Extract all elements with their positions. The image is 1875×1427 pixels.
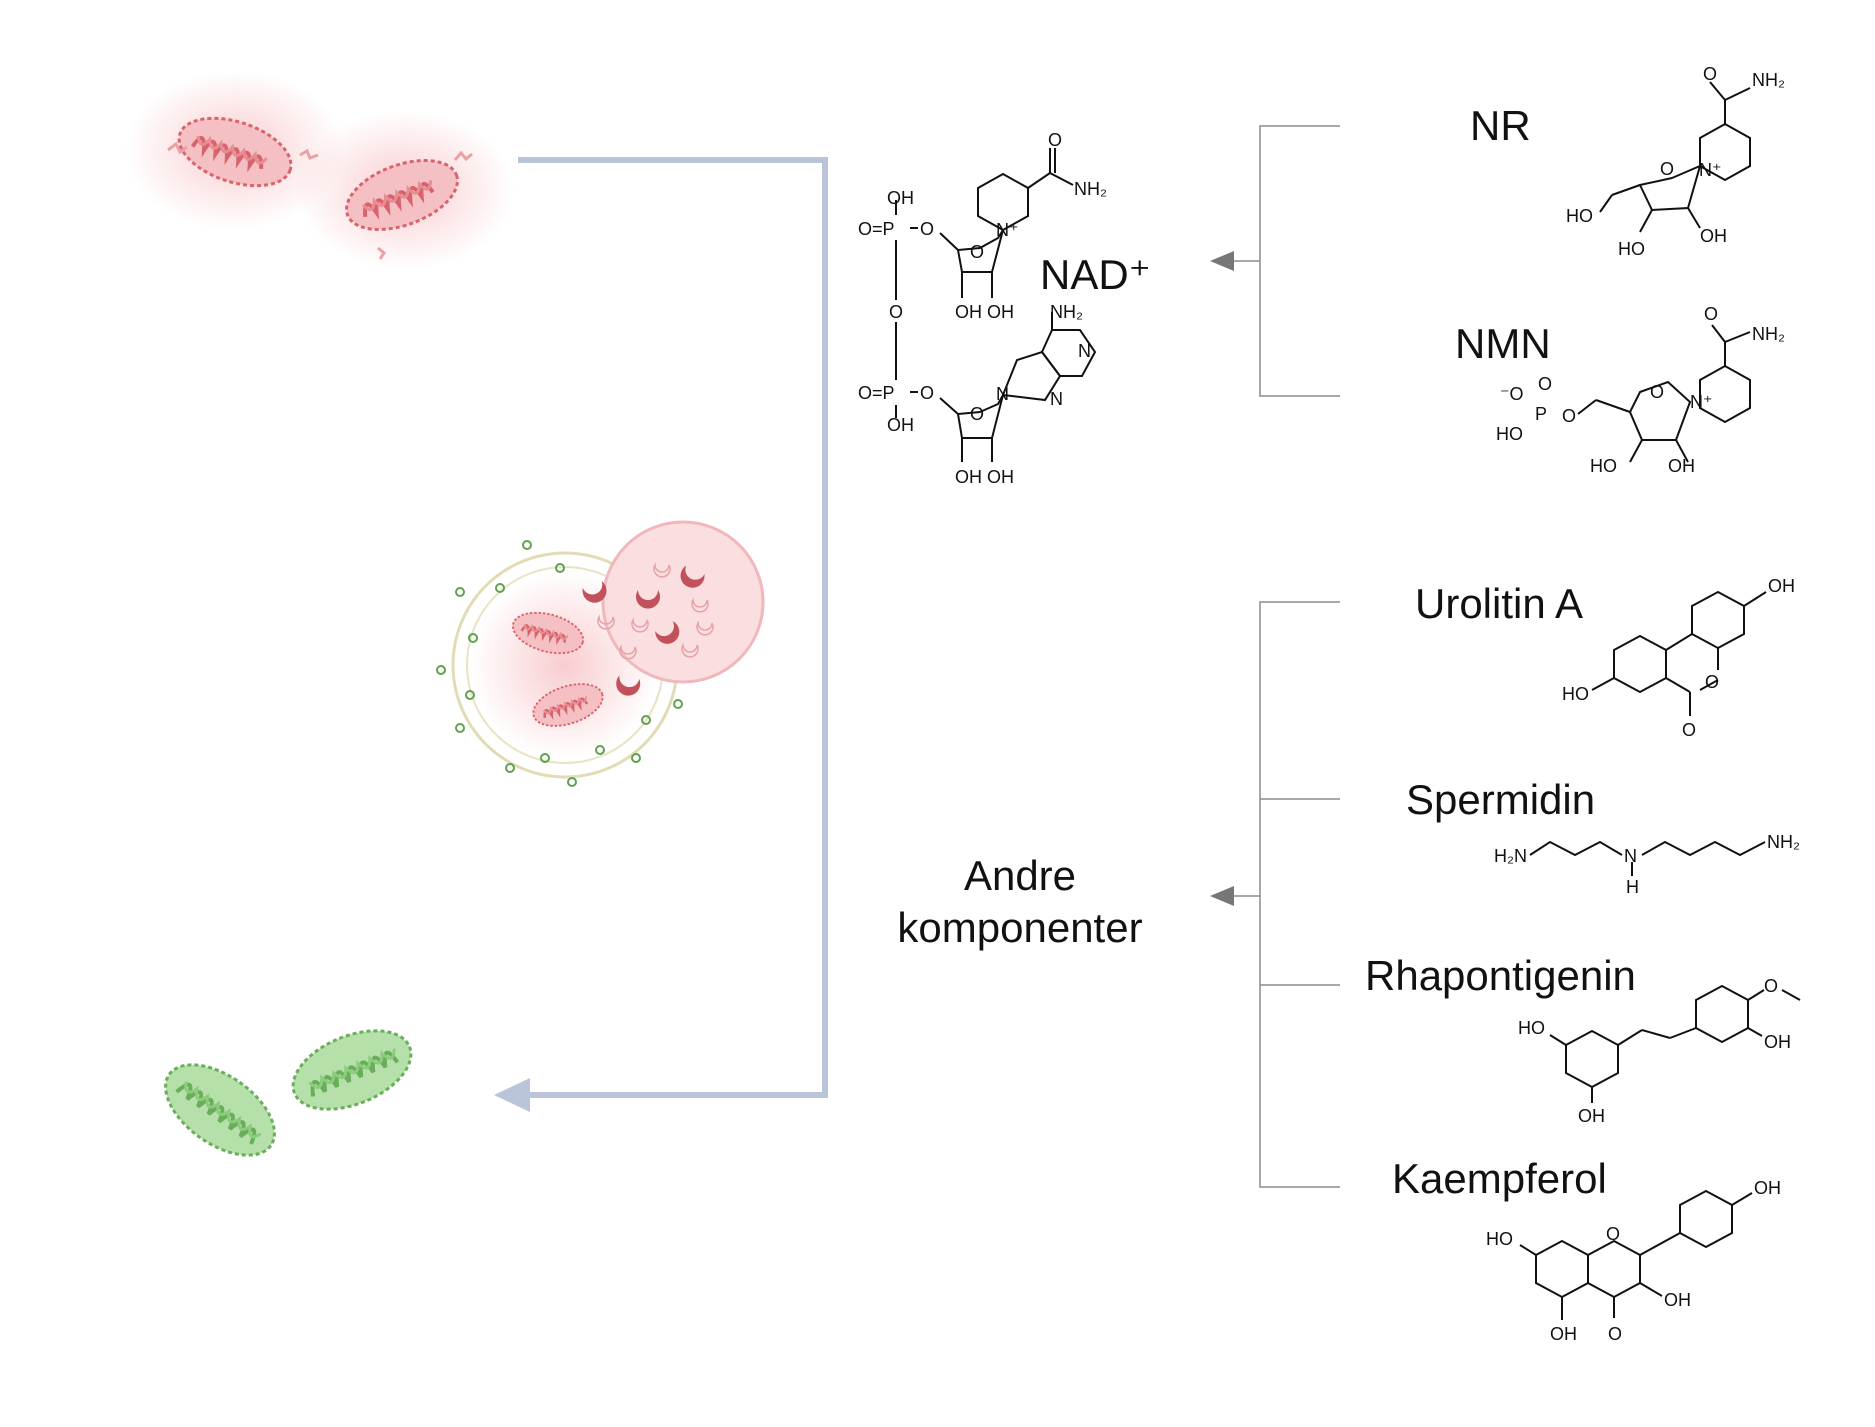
nad-bracket-arrowhead bbox=[1210, 251, 1234, 271]
svg-text:OH: OH bbox=[987, 467, 1014, 487]
svg-text:HO: HO bbox=[1496, 424, 1523, 444]
svg-text:⁻O: ⁻O bbox=[1500, 384, 1524, 404]
svg-text:N: N bbox=[1624, 846, 1637, 866]
svg-text:O: O bbox=[1682, 720, 1696, 740]
svg-text:O: O bbox=[1048, 130, 1062, 150]
svg-text:N⁺: N⁺ bbox=[1690, 392, 1713, 412]
compound-label-nr: NR bbox=[1470, 102, 1531, 149]
damaged-mitochondria bbox=[125, 70, 515, 270]
svg-text:HO: HO bbox=[1566, 206, 1593, 226]
svg-text:N: N bbox=[996, 384, 1009, 404]
svg-text:O: O bbox=[1764, 976, 1778, 996]
svg-text:HO: HO bbox=[1562, 684, 1589, 704]
svg-text:NH₂: NH₂ bbox=[1074, 179, 1107, 199]
svg-text:O: O bbox=[920, 383, 934, 403]
rhapontigenin-structure: HO OH O OH bbox=[1518, 976, 1801, 1126]
svg-text:O: O bbox=[1608, 1324, 1622, 1344]
other-components-label: Andre komponenter bbox=[880, 850, 1160, 954]
svg-text:O: O bbox=[889, 302, 903, 322]
compound-label-urolitin-a: Urolitin A bbox=[1415, 580, 1584, 627]
svg-text:O: O bbox=[1660, 159, 1674, 179]
other-components-line1: Andre bbox=[963, 852, 1077, 899]
svg-text:P: P bbox=[1535, 404, 1547, 424]
svg-text:O=P: O=P bbox=[858, 383, 895, 403]
urolithin-a-structure: OH O O HO bbox=[1562, 576, 1795, 740]
svg-text:OH: OH bbox=[887, 188, 914, 208]
other-bracket-arrowhead bbox=[1210, 886, 1234, 906]
svg-text:N: N bbox=[1078, 341, 1091, 361]
compound-label-spermidin: Spermidin bbox=[1406, 776, 1596, 823]
svg-text:OH: OH bbox=[955, 302, 982, 322]
other-components-bracket bbox=[1232, 601, 1340, 1188]
other-components-line2: komponenter bbox=[897, 904, 1143, 951]
kaempferol-structure: HO O OH O OH OH bbox=[1486, 1178, 1781, 1344]
svg-text:OH: OH bbox=[987, 302, 1014, 322]
compound-label-rhapontigenin: Rhapontigenin bbox=[1365, 952, 1636, 999]
compound-label-nmn: NMN bbox=[1455, 320, 1551, 367]
svg-text:N⁺: N⁺ bbox=[996, 220, 1019, 240]
svg-text:OH: OH bbox=[955, 467, 982, 487]
svg-text:NH₂: NH₂ bbox=[1767, 832, 1800, 852]
svg-text:O: O bbox=[970, 404, 984, 424]
svg-text:O=P: O=P bbox=[858, 219, 895, 239]
svg-text:O: O bbox=[1606, 1224, 1620, 1244]
healthy-mitochondria bbox=[147, 1013, 425, 1176]
compound-label-kaempferol: Kaempferol bbox=[1392, 1155, 1607, 1202]
svg-text:HO: HO bbox=[1486, 1229, 1513, 1249]
svg-text:OH: OH bbox=[1664, 1290, 1691, 1310]
nad-label: NAD⁺ bbox=[1040, 251, 1151, 298]
svg-text:O: O bbox=[970, 242, 984, 262]
nr-structure: O NH₂ N⁺ O HO HO OH bbox=[1566, 64, 1785, 259]
svg-text:NH₂: NH₂ bbox=[1050, 302, 1083, 322]
nad-precursor-bracket bbox=[1232, 125, 1340, 397]
svg-text:O: O bbox=[1538, 374, 1552, 394]
svg-text:O: O bbox=[1562, 406, 1576, 426]
svg-text:HO: HO bbox=[1590, 456, 1617, 476]
svg-text:OH: OH bbox=[1700, 226, 1727, 246]
main-process-arrow bbox=[494, 157, 828, 1112]
svg-text:O: O bbox=[1704, 304, 1718, 324]
nmn-structure: O NH₂ N⁺ O O P ⁻O O HO HO OH bbox=[1496, 304, 1785, 476]
svg-text:OH: OH bbox=[1578, 1106, 1605, 1126]
spermidine-structure: H₂N N H NH₂ bbox=[1494, 832, 1800, 897]
svg-text:HO: HO bbox=[1518, 1018, 1545, 1038]
svg-text:OH: OH bbox=[1668, 456, 1695, 476]
svg-text:O: O bbox=[920, 219, 934, 239]
svg-text:N⁺: N⁺ bbox=[1699, 160, 1722, 180]
svg-text:NH₂: NH₂ bbox=[1752, 70, 1785, 90]
svg-text:OH: OH bbox=[887, 415, 914, 435]
svg-text:HO: HO bbox=[1618, 239, 1645, 259]
svg-text:H₂N: H₂N bbox=[1494, 846, 1527, 866]
svg-text:O: O bbox=[1650, 382, 1664, 402]
autophagosome-lysosome bbox=[436, 520, 765, 787]
svg-text:OH: OH bbox=[1550, 1324, 1577, 1344]
svg-text:OH: OH bbox=[1768, 576, 1795, 596]
svg-text:O: O bbox=[1703, 64, 1717, 84]
nad-structure: O NH₂ N⁺ O OH O=P O O O=P O OH OH OH NH₂… bbox=[858, 130, 1107, 487]
svg-text:OH: OH bbox=[1754, 1178, 1781, 1198]
svg-text:N: N bbox=[1050, 389, 1063, 409]
svg-text:O: O bbox=[1705, 672, 1719, 692]
svg-text:NH₂: NH₂ bbox=[1752, 324, 1785, 344]
svg-text:H: H bbox=[1626, 877, 1639, 897]
svg-text:OH: OH bbox=[1764, 1032, 1791, 1052]
